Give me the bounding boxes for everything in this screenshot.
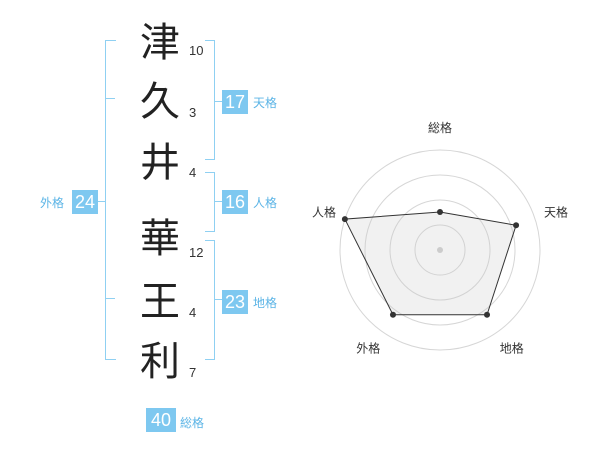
gaikaku-bracket-tick-bottom [106,298,115,299]
soukaku-label: 総格 [180,416,205,430]
name-char-5: 王 [140,279,180,325]
tenkaku-bracket [205,40,215,160]
gaikaku-bracket-tick-top [106,98,115,99]
chikaku-bracket-tick [214,299,222,300]
jinkaku-bracket-tick [214,201,222,202]
tenkaku-bracket-tick [214,101,222,102]
radar-center [437,247,443,253]
soukaku-badge: 40 [146,408,176,432]
radar-ring [364,174,516,326]
radar-axis-label: 天格 [544,204,568,219]
radar-axis-label: 人格 [312,204,336,219]
stroke-count-2: 3 [189,105,197,120]
chikaku-badge: 23 [222,290,248,314]
gaikaku-badge: 24 [72,190,98,214]
gaikaku-bracket [105,40,116,360]
radar-area [344,211,517,316]
name-char-2: 久 [140,79,180,125]
jinkaku-badge: 16 [222,190,248,214]
tenkaku-label: 天格 [253,96,278,110]
name-char-4: 華 [140,216,180,262]
radar-point [513,222,520,229]
radar-ring [389,199,491,301]
chikaku-label: 地格 [253,296,278,310]
radar-point [389,311,396,318]
gaikaku-bracket-tick-mid [98,201,106,202]
stroke-count-5: 4 [189,305,197,320]
jinkaku-label: 人格 [253,196,278,210]
tenkaku-badge: 17 [222,90,248,114]
name-char-1: 津 [140,20,180,66]
jinkaku-bracket [205,172,215,232]
radar-point [437,209,443,215]
gaikaku-label: 外格 [40,196,65,210]
stroke-count-1: 10 [189,43,204,58]
radar-axis-label: 総格 [428,120,452,135]
radar-point [341,216,348,223]
radar-point [484,311,491,318]
chikaku-bracket [205,240,215,360]
stroke-count-6: 7 [189,365,197,380]
name-char-3: 井 [140,140,180,186]
radar-ring [339,149,541,351]
stroke-count-3: 4 [189,165,197,180]
radar-axis-label: 地格 [500,341,524,356]
radar-ring [414,224,466,276]
stroke-count-4: 12 [189,245,204,260]
name-char-6: 利 [140,339,180,385]
radar-axis-label: 外格 [356,341,380,356]
